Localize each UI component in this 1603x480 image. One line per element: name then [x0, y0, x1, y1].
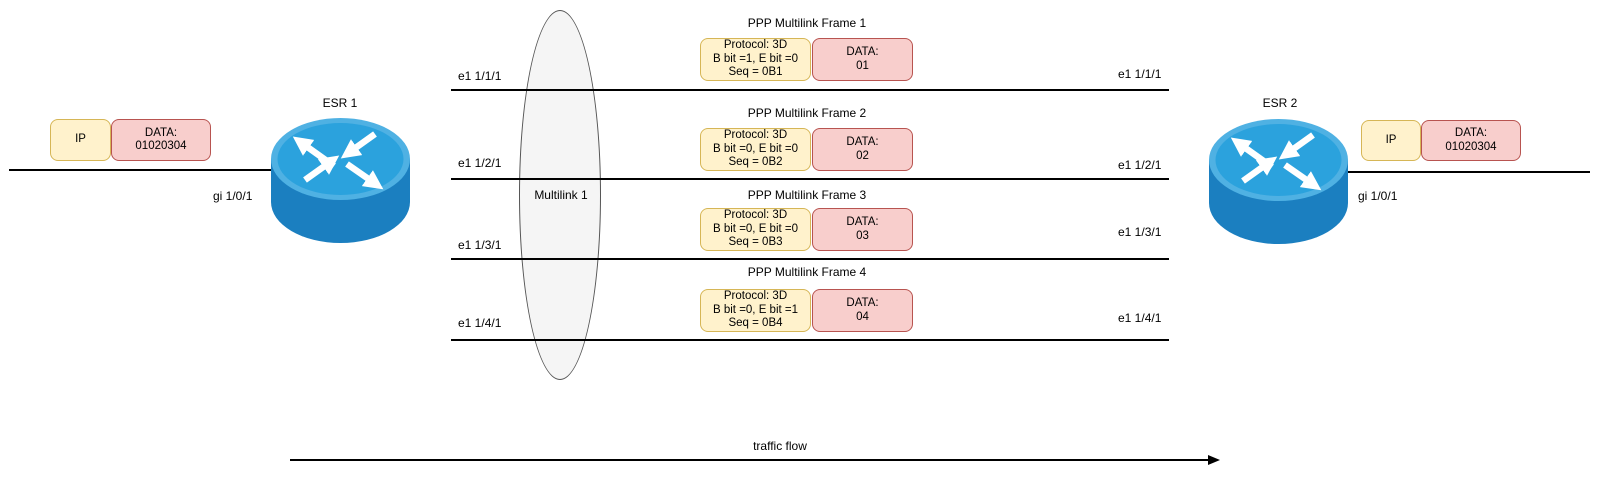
frame4-data-label: DATA:	[846, 297, 879, 309]
right-data-box: DATA: 01020304	[1421, 120, 1521, 161]
frame3-seq: Seq = 0B3	[728, 236, 783, 249]
multilink-label: Multilink 1	[534, 188, 588, 202]
link4-right-port-label: e1 1/4/1	[1118, 311, 1162, 325]
frame4-bits: B bit =0, E bit =1	[712, 303, 799, 316]
link-line-3	[451, 258, 1169, 260]
frame3-data-value: 03	[856, 229, 869, 242]
router-esr2-label: ESR 2	[1262, 96, 1298, 110]
traffic-flow-label: traffic flow	[753, 439, 807, 453]
left-data-value: 01020304	[135, 140, 187, 152]
frame4-header-box: Protocol: 3D B bit =0, E bit =1 Seq = 0B…	[700, 289, 811, 332]
link1-left-port-label: e1 1/1/1	[458, 69, 502, 83]
frame1-data-value: 01	[856, 59, 869, 72]
frame3-header-box: Protocol: 3D B bit =0, E bit =0 Seq = 0B…	[700, 208, 811, 251]
left-data-label: DATA:	[144, 126, 178, 139]
link-line-4	[451, 339, 1169, 341]
frame1-title: PPP Multilink Frame 1	[747, 16, 867, 30]
link2-left-port-label: e1 1/2/1	[458, 156, 502, 170]
frame1-data-box: DATA: 01	[812, 38, 913, 81]
frame1-data-label: DATA:	[846, 46, 879, 58]
frame2-data-value: 02	[856, 149, 869, 162]
left-interface-label: gi 1/0/1	[213, 189, 253, 203]
frame4-data-box: DATA: 04	[812, 289, 913, 332]
left-data-box: DATA: 01020304	[111, 119, 211, 161]
frame1-bits: B bit =1, E bit =0	[712, 52, 799, 65]
traffic-flow-arrowhead	[1208, 455, 1220, 465]
frame3-protocol: Protocol: 3D	[723, 209, 788, 222]
link-line-2	[451, 178, 1169, 180]
link-line-1	[451, 89, 1169, 91]
frame4-data-value: 04	[856, 310, 869, 323]
link1-right-port-label: e1 1/1/1	[1118, 67, 1162, 81]
right-interface-label: gi 1/0/1	[1358, 189, 1398, 203]
left-ip-box: IP	[50, 119, 111, 161]
multilink-bundle-ellipse	[519, 10, 601, 380]
right-link-line	[1348, 171, 1590, 173]
frame2-bits: B bit =0, E bit =0	[712, 142, 799, 155]
router-icon-esr1	[271, 118, 410, 243]
frame2-seq: Seq = 0B2	[728, 156, 783, 169]
left-ip-label: IP	[75, 133, 86, 146]
frame3-data-label: DATA:	[846, 216, 879, 228]
frame3-data-box: DATA: 03	[812, 208, 913, 251]
frame3-bits: B bit =0, E bit =0	[712, 222, 799, 235]
frame1-header-box: Protocol: 3D B bit =1, E bit =0 Seq = 0B…	[700, 38, 811, 81]
frame1-protocol: Protocol: 3D	[723, 39, 788, 52]
link4-left-port-label: e1 1/4/1	[458, 316, 502, 330]
frame2-data-box: DATA: 02	[812, 128, 913, 171]
router-esr1-label: ESR 1	[322, 96, 358, 110]
frame4-seq: Seq = 0B4	[728, 317, 783, 330]
frame1-seq: Seq = 0B1	[728, 66, 783, 79]
frame4-title: PPP Multilink Frame 4	[747, 265, 867, 279]
frame2-title: PPP Multilink Frame 2	[747, 106, 867, 120]
frame4-protocol: Protocol: 3D	[723, 290, 788, 303]
left-link-line	[9, 169, 271, 171]
right-data-label: DATA:	[1454, 127, 1488, 139]
link2-right-port-label: e1 1/2/1	[1118, 158, 1162, 172]
right-ip-box: IP	[1361, 120, 1421, 161]
frame2-header-box: Protocol: 3D B bit =0, E bit =0 Seq = 0B…	[700, 128, 811, 171]
right-data-value: 01020304	[1445, 140, 1497, 153]
link3-right-port-label: e1 1/3/1	[1118, 225, 1162, 239]
frame2-data-label: DATA:	[846, 136, 879, 148]
frame2-protocol: Protocol: 3D	[723, 129, 788, 142]
traffic-flow-line	[290, 459, 1210, 461]
frame3-title: PPP Multilink Frame 3	[747, 188, 867, 202]
router-icon-esr2	[1209, 119, 1348, 244]
link3-left-port-label: e1 1/3/1	[458, 238, 502, 252]
right-ip-label: IP	[1385, 133, 1397, 146]
